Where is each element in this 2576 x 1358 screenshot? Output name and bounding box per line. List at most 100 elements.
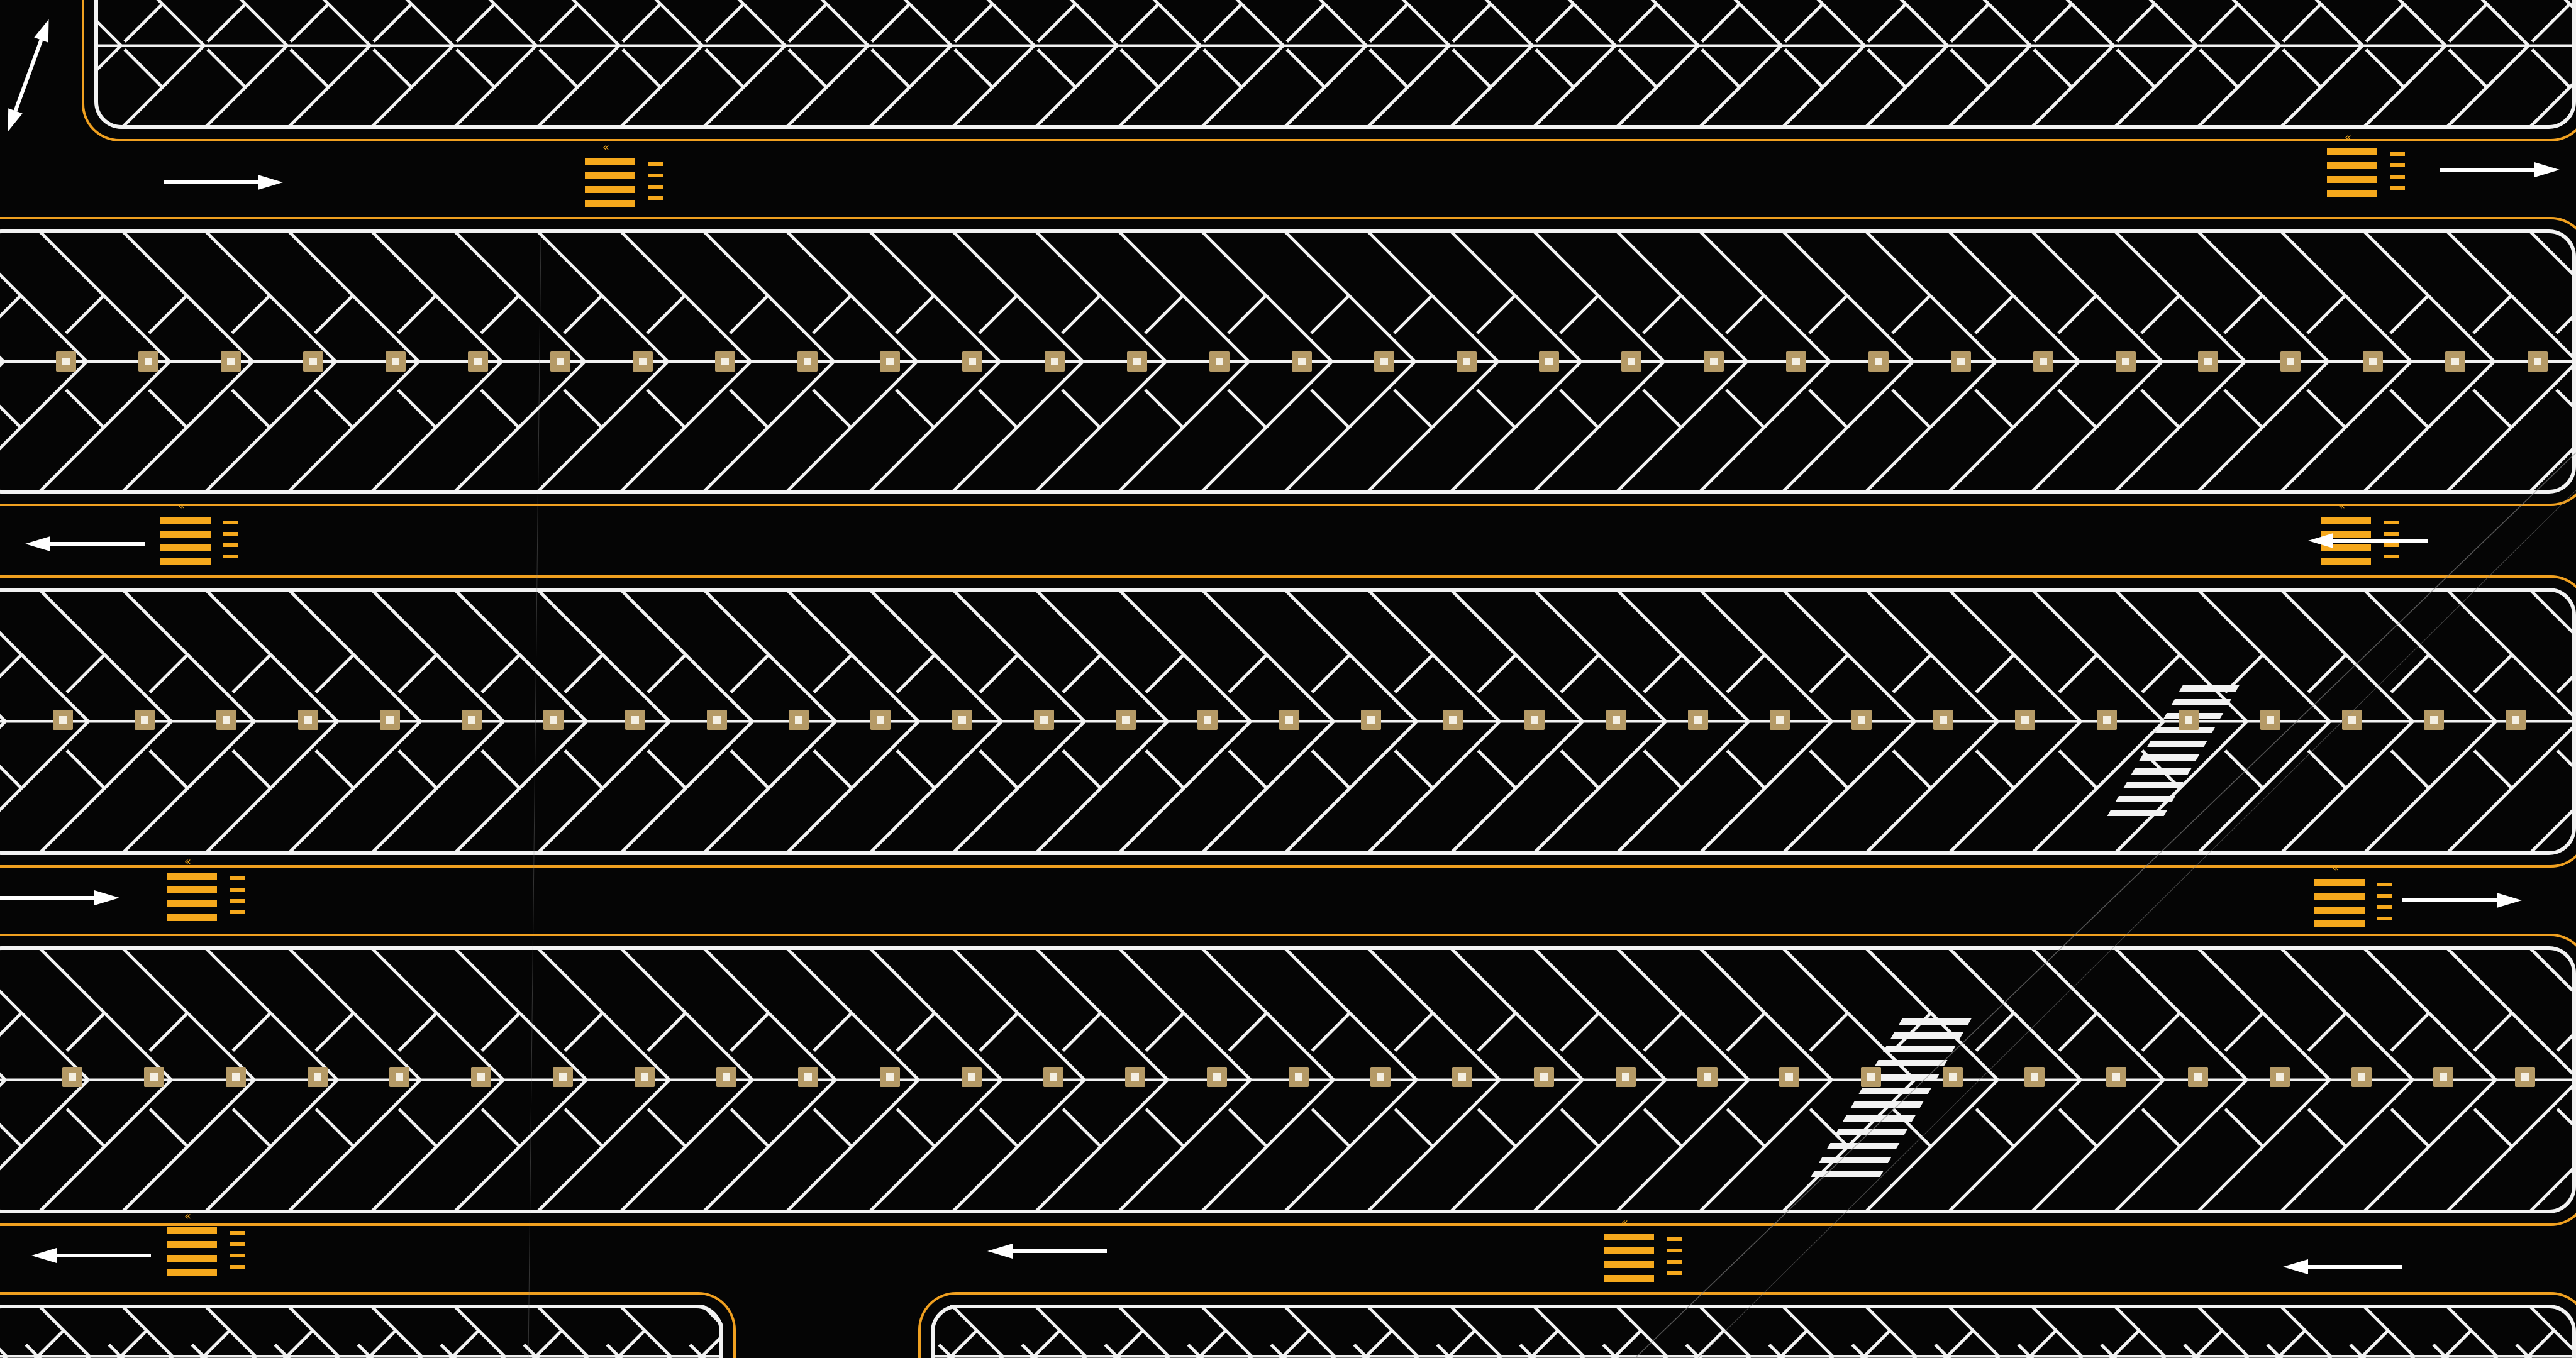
- light-pole: [2015, 710, 2035, 730]
- crosswalk-tick: [223, 555, 238, 558]
- stall-line: [1145, 653, 1185, 694]
- stall-line: [938, 1329, 979, 1358]
- hatch-bar: [1890, 1032, 1963, 1039]
- crosswalk-tick: [230, 1242, 245, 1246]
- light-bulb: [1875, 358, 1882, 365]
- stall-line: [148, 294, 188, 334]
- light-bulb: [223, 716, 230, 724]
- crosswalk-tick: [1667, 1249, 1682, 1252]
- crosswalk-bar: [1604, 1275, 1654, 1282]
- stall-line: [148, 389, 188, 429]
- stall-line: [2141, 1012, 2182, 1052]
- light-pole: [2106, 1067, 2126, 1087]
- light-bulb: [1463, 358, 1470, 365]
- light-bulb: [1949, 1073, 1957, 1081]
- crosswalk-tick: [230, 876, 245, 880]
- light-pole: [303, 351, 323, 372]
- light-bulb: [550, 716, 557, 724]
- light-bulb: [2122, 358, 2129, 365]
- arrow-head: [2283, 1259, 2308, 1274]
- crosswalk-tick: [648, 185, 663, 189]
- stall-line: [2058, 1012, 2099, 1052]
- stall-line: [1643, 1012, 1684, 1052]
- crosswalk-bar: [2321, 517, 2371, 524]
- light-pole: [138, 351, 158, 372]
- stall-line: [0, 653, 23, 694]
- light-bulb: [141, 716, 148, 724]
- stall-line: [65, 389, 105, 429]
- crosswalk-bar: [2314, 893, 2365, 900]
- crosswalk-bar: [585, 158, 635, 165]
- light-pole: [1292, 351, 1312, 372]
- stall-line: [1228, 1012, 1269, 1052]
- light-bulb: [2276, 1073, 2284, 1081]
- stall-line: [1891, 294, 1931, 334]
- light-bulb: [2204, 358, 2212, 365]
- stall-line: [1768, 1329, 1809, 1358]
- stall-line: [2282, 3, 2323, 43]
- stall-line: [896, 1012, 936, 1052]
- arrow-shaft: [2308, 1265, 2402, 1269]
- crosswalk-tick: [2390, 163, 2405, 167]
- light-bulb: [145, 358, 152, 365]
- stall-line: [1311, 1107, 1352, 1148]
- stall-line: [1394, 749, 1435, 790]
- stall-line: [397, 1107, 438, 1148]
- stall-line: [1311, 653, 1352, 694]
- arrow-shaft: [2440, 168, 2534, 172]
- light-bulb: [1622, 1073, 1629, 1081]
- stall-line: [812, 389, 852, 429]
- row-border: [0, 229, 2576, 494]
- stall-line: [1228, 1107, 1269, 1148]
- hatch-bar: [1818, 1157, 1892, 1163]
- stall-line: [2306, 294, 2346, 334]
- stall-line: [480, 294, 520, 334]
- stall-line: [1285, 48, 1326, 89]
- light-bulb: [2287, 358, 2294, 365]
- stall-line: [206, 48, 247, 89]
- light-bulb: [1040, 716, 1048, 724]
- stall-line: [289, 3, 330, 43]
- crosswalk-tick: [1667, 1260, 1682, 1264]
- crosswalk-tick: [230, 910, 245, 914]
- stall-line: [563, 294, 603, 334]
- image-scratch: [528, 238, 541, 1358]
- hatch-bar: [1874, 1060, 1948, 1066]
- stall-line: [1311, 749, 1352, 790]
- light-bulb: [1449, 716, 1457, 724]
- parking-row-2: [0, 229, 2576, 494]
- stall-line: [2390, 653, 2431, 694]
- stall-line: [953, 3, 994, 43]
- stall-line: [2057, 389, 2097, 429]
- crosswalk-bar: [160, 558, 211, 565]
- stall-line: [1021, 1343, 1062, 1358]
- stall-line: [979, 653, 1019, 694]
- stall-line: [704, 3, 745, 43]
- stall-line: [1685, 1343, 1726, 1358]
- stall-line: [2058, 653, 2099, 694]
- stall-line: [523, 1329, 564, 1358]
- stall-line: [1394, 653, 1435, 694]
- stall-line: [2307, 653, 2348, 694]
- stall-line: [2017, 1329, 2058, 1358]
- light-pole: [2116, 351, 2136, 372]
- crosswalk-bar: [2327, 148, 2377, 155]
- stall-line: [480, 389, 520, 429]
- stall-line: [440, 1329, 480, 1358]
- stall-line: [2556, 1107, 2576, 1148]
- stall-line: [2223, 389, 2263, 429]
- stall-line: [938, 1343, 979, 1358]
- hatch-bar: [1826, 1143, 1900, 1149]
- stall-line: [1726, 749, 1767, 790]
- hatch-bar: [1850, 1101, 1924, 1108]
- stall-line: [231, 749, 272, 790]
- light-pole: [1443, 710, 1463, 730]
- arrow-head: [987, 1244, 1013, 1259]
- light-bulb: [968, 1073, 975, 1081]
- stall-line: [2266, 1343, 2307, 1358]
- stall-line: [896, 1107, 936, 1148]
- light-bulb: [2021, 716, 2029, 724]
- stall-line: [564, 749, 604, 790]
- crosswalk-chevron: «: [184, 1210, 191, 1223]
